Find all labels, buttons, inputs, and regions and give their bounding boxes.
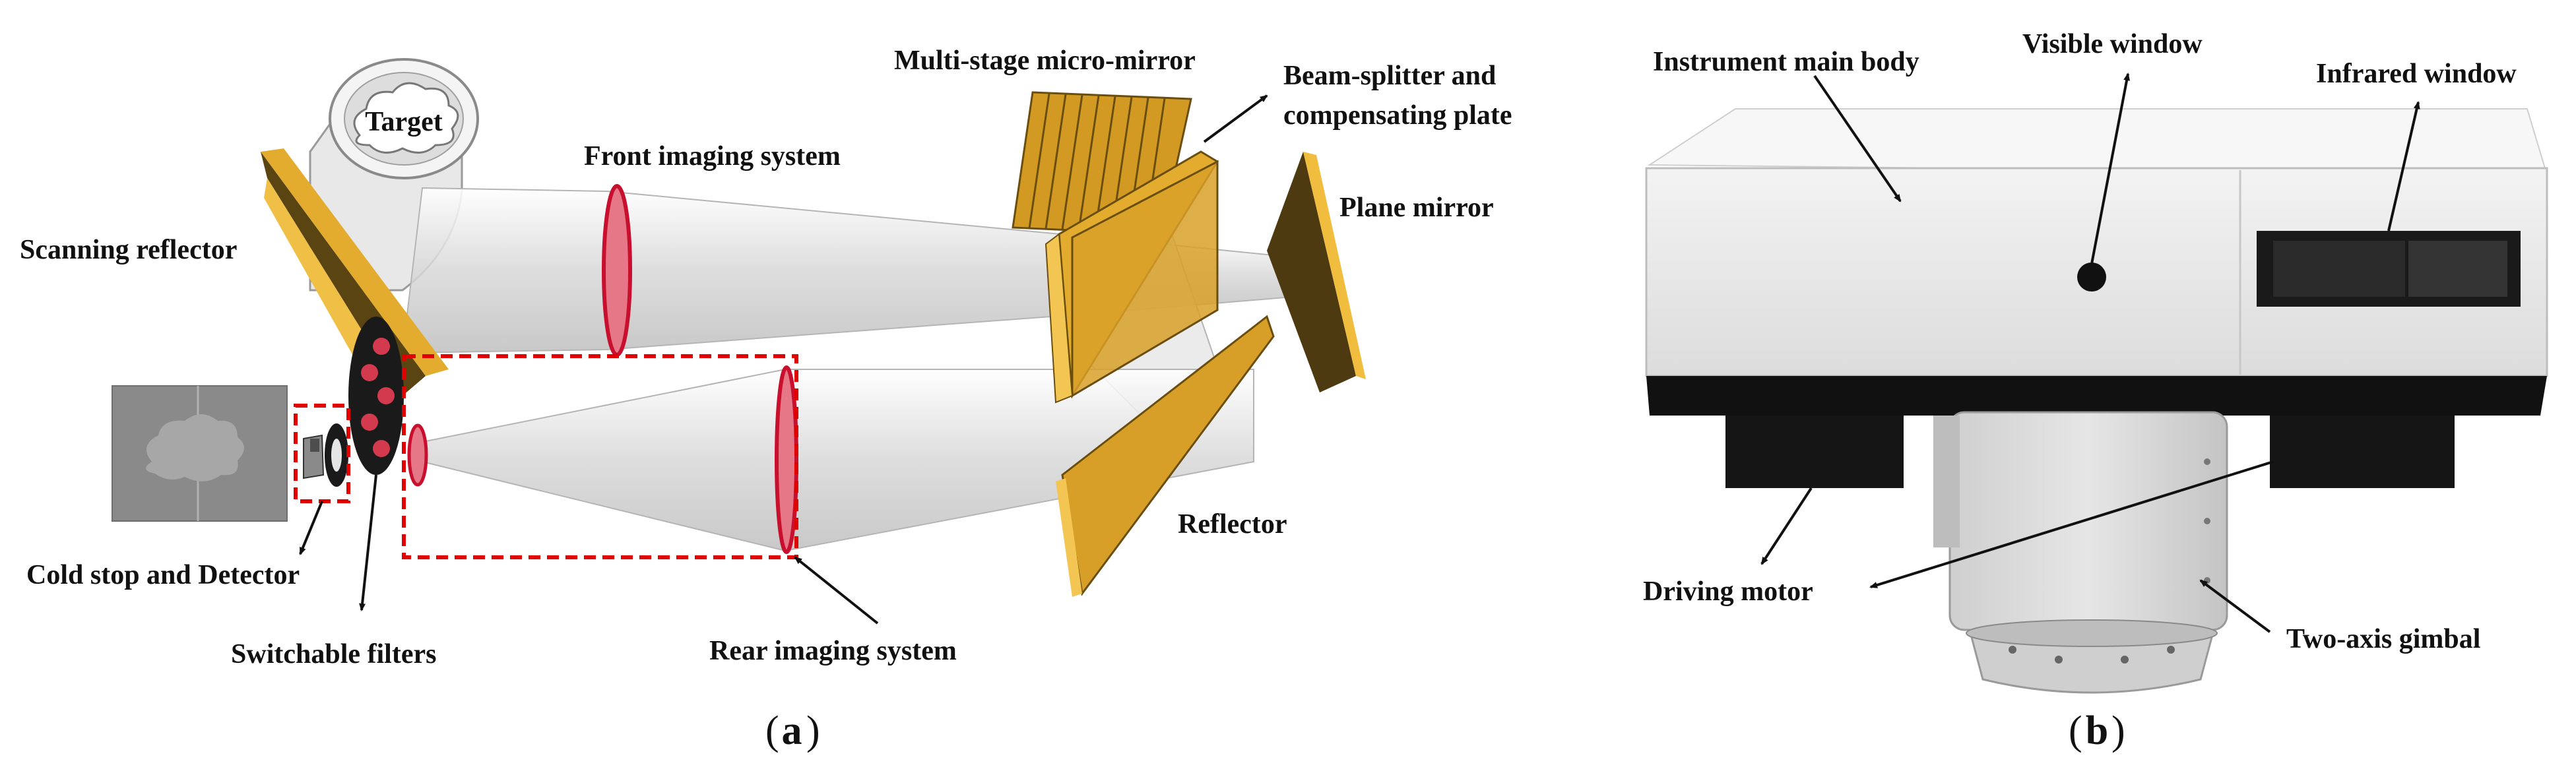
label-infrared-window: Infrared window <box>2316 59 2517 89</box>
label-gimbal: Two-axis gimbal <box>2286 624 2480 654</box>
plane-mirror <box>1267 152 1366 392</box>
target-cloud-shape <box>353 82 459 154</box>
infrared-window <box>2257 231 2521 307</box>
label-driving-motor: Driving motor <box>1643 576 1813 607</box>
filter-wheel <box>348 317 404 475</box>
arrow-motor-right <box>1869 460 2274 588</box>
label-plane-mirror: Plane mirror <box>1339 193 1494 223</box>
arrow-visible-window <box>2090 73 2131 264</box>
arrow-filters <box>359 474 377 611</box>
label-reflector: Reflector <box>1178 509 1287 540</box>
arrow-cold-stop <box>299 501 323 555</box>
label-front-imaging: Front imaging system <box>584 141 841 171</box>
visible-window <box>2077 263 2106 292</box>
driving-motor-right <box>2270 416 2455 488</box>
driving-motor-left <box>1725 416 1904 488</box>
caption-a: a <box>782 708 802 753</box>
base-plate <box>1646 376 2547 416</box>
front-lens <box>602 184 632 357</box>
label-main-body: Instrument main body <box>1653 47 1919 77</box>
caption-a-close: ) <box>806 708 820 753</box>
caption-b-open: ( <box>2069 708 2082 753</box>
beam-splitter-plate <box>1045 150 1219 404</box>
label-multistage-mirror: Multi-stage micro-mirror <box>894 46 1196 76</box>
two-axis-gimbal <box>1933 411 2228 694</box>
caption-a-open: ( <box>765 708 779 753</box>
arrow-beam-splitter <box>1203 94 1268 143</box>
panel-b: Instrument main body Visible window Infr… <box>1643 29 2548 753</box>
label-beam-splitter-1: Beam-splitter and <box>1283 61 1496 91</box>
caption-b: b <box>2086 708 2108 753</box>
label-visible-window: Visible window <box>2022 29 2203 59</box>
cold-stop-detector <box>303 423 348 487</box>
arrow-gimbal <box>2199 579 2271 633</box>
label-scanning-reflector: Scanning reflector <box>20 235 237 265</box>
detector-image <box>112 385 288 522</box>
label-target: Target <box>365 107 442 137</box>
label-switchable-filters: Switchable filters <box>231 639 436 669</box>
reflector <box>1056 315 1275 597</box>
arrow-motor-left <box>1760 487 1813 565</box>
arrow-infrared-window <box>2387 101 2420 232</box>
panel-a: Target Front imaging system Multi-stage … <box>20 46 1512 753</box>
arrow-rear-imaging <box>794 556 879 625</box>
body-top-face <box>1647 108 2548 176</box>
arrow-main-body <box>1813 75 1902 202</box>
label-rear-imaging: Rear imaging system <box>709 636 957 666</box>
rear-small-lens <box>407 423 428 487</box>
front-beam <box>401 187 1096 354</box>
label-cold-stop: Cold stop and Detector <box>26 560 300 590</box>
rear-lens <box>775 365 798 554</box>
caption-b-close: ) <box>2111 708 2125 753</box>
rear-imaging-dashed-box <box>402 354 798 559</box>
label-beam-splitter-2: compensating plate <box>1283 100 1512 131</box>
